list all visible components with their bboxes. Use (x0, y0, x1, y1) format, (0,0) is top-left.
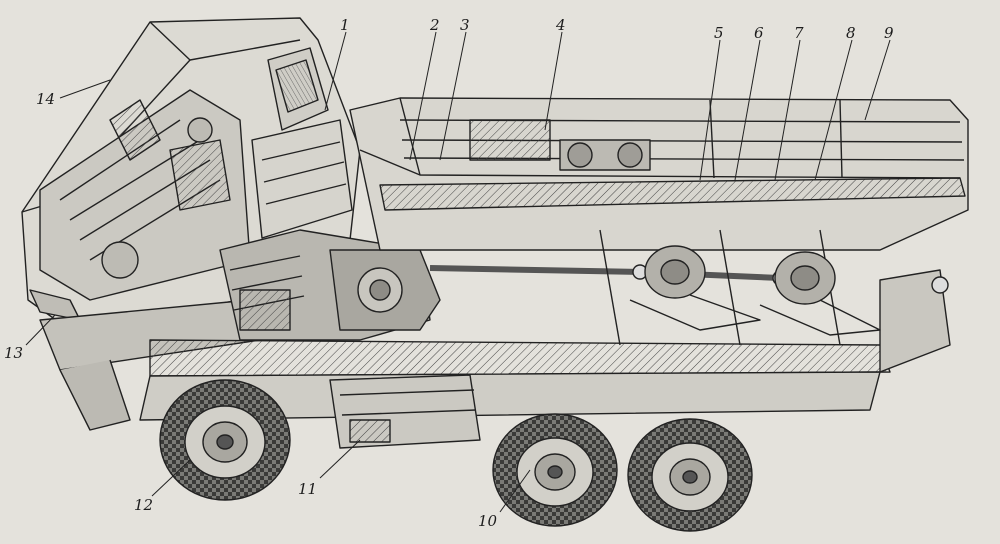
rear-wheels (492, 413, 753, 532)
callout-2: 2 (430, 16, 440, 34)
leader-lines (25, 31, 891, 513)
callout-9: 9 (884, 24, 894, 42)
leader-8 (814, 39, 853, 181)
callout-5: 5 (714, 24, 724, 42)
leader-6 (734, 39, 761, 181)
front-wheel (159, 379, 291, 501)
callout-8: 8 (846, 24, 856, 42)
callout-1: 1 (340, 16, 350, 34)
callout-7: 7 (794, 24, 804, 42)
leader-1 (324, 31, 347, 111)
callout-10: 10 (478, 512, 498, 530)
engine-gearbox (219, 229, 441, 341)
callout-4: 4 (556, 16, 566, 34)
leader-2 (409, 31, 437, 161)
callout-11: 11 (298, 480, 318, 498)
leader-4 (544, 31, 563, 131)
battery-box (329, 374, 481, 449)
leader-9 (864, 39, 891, 121)
leader-3 (439, 31, 467, 161)
leader-11 (319, 439, 361, 479)
leader-10 (499, 469, 531, 513)
leader-5 (699, 39, 721, 181)
callout-13: 13 (4, 344, 24, 362)
leader-7 (774, 39, 801, 181)
leader-12 (151, 459, 191, 497)
cargo-bed (349, 97, 969, 251)
rear-axles (629, 245, 881, 336)
callout-12: 12 (134, 496, 154, 514)
frame-rails (139, 177, 966, 421)
cab (21, 17, 361, 431)
leader-14 (59, 79, 111, 99)
callout-14: 14 (36, 90, 56, 108)
callout-6: 6 (754, 24, 764, 42)
leader-13 (25, 314, 56, 346)
callout-3: 3 (460, 16, 470, 34)
